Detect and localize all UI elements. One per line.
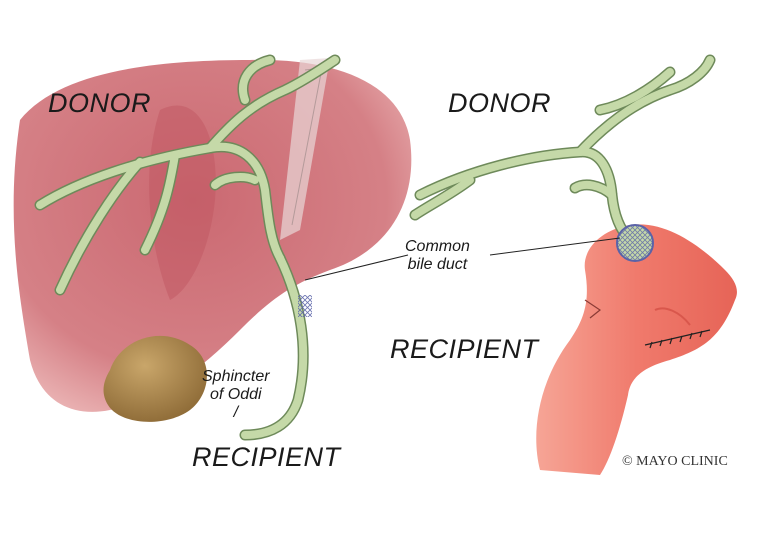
donor-bile-duct-tree-left [34,54,341,441]
sphincter-line1: Sphincter [202,368,270,385]
anastomosis-suture-left [298,295,312,317]
donor-bile-duct-tree-right [409,54,716,246]
copyright-credit: © MAYO CLINIC [622,454,728,469]
sphincter-line2: of Oddi [210,386,262,403]
recipient-label-right: RECIPIENT [390,334,539,364]
sphincter-of-oddi-label: Sphincter of Oddi / [202,368,270,422]
sphincter-tick: / [233,404,239,421]
common-bile-duct-line2: bile duct [407,256,468,273]
recipient-intestine [536,224,737,475]
gallbladder [103,335,207,422]
common-bile-duct-label: Common bile duct [405,238,470,274]
donor-label-right: DONOR [448,88,551,118]
donor-label-left: DONOR [48,88,151,118]
common-bile-duct-line1: Common [405,238,470,255]
anastomosis-suture-right [616,224,654,262]
recipient-label-left: RECIPIENT [192,442,341,472]
leader-lines [304,237,621,281]
